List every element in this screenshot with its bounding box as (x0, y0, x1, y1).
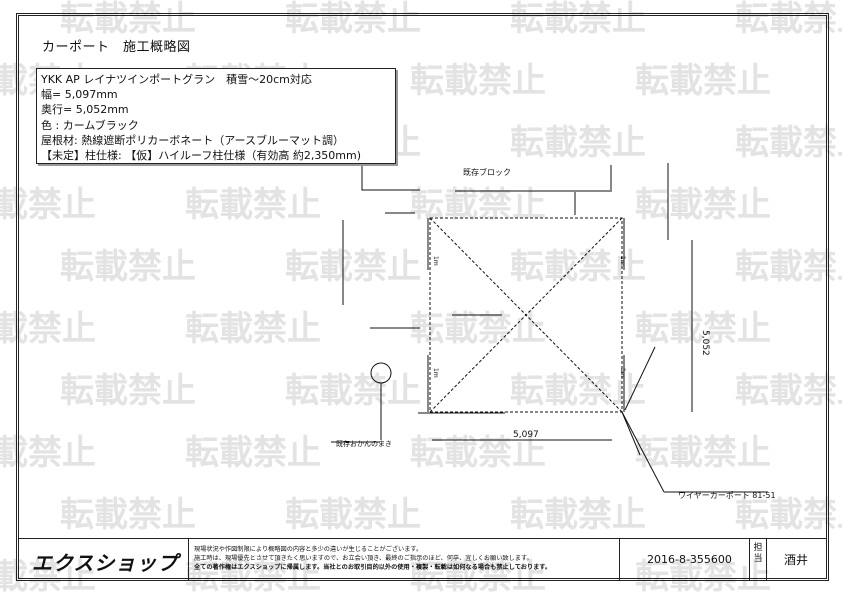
depth-dimension: 5,052 (700, 330, 710, 356)
note-line: 全ての著作権はエクスショップに帰属します。当社とのお取引目的以外の使用・複製・転… (194, 564, 552, 571)
divider (749, 539, 750, 580)
spec-product: YKK AP レイナツインポートグラン 積雪～20cm対応 (41, 73, 312, 86)
post-mark-c: 1m (432, 368, 439, 378)
staff-name: 酒井 (784, 553, 809, 567)
spec-depth: 奥行= 5,052mm (41, 103, 129, 117)
document-number: 2016-8-355600 (647, 553, 732, 566)
inner-frame (18, 15, 827, 579)
spec-roof: 屋根材: 熱線遮断ポリカーボネート（アースブルーマット調） (41, 133, 344, 147)
width-dimension: 5,097 (513, 430, 539, 440)
page-title: カーポート 施工概略図 (42, 40, 191, 55)
divider (766, 539, 767, 580)
note-line: 現場状況や作図制限により概略図の内容と多少の違いが生じることがございます。 (194, 546, 423, 553)
title-block: エクスショップ 現場状況や作図制限により概略図の内容と多少の違いが生じることがご… (18, 538, 827, 580)
spec-width: 幅= 5,097mm (41, 88, 118, 102)
company-logo: エクスショップ (32, 551, 179, 575)
post-mark-a: 1m (432, 256, 439, 266)
post-mark-d: 1m (619, 368, 626, 378)
footer-notes: 現場状況や作図制限により概略図の内容と多少の違いが生じることがございます。 施工… (194, 545, 634, 572)
outer-frame (16, 13, 829, 581)
staff-label: 担当 (753, 543, 763, 564)
post-mark-b: 1m (619, 256, 626, 266)
spec-box: YKK AP レイナツインポートグラン 積雪～20cm対応 幅= 5,097mm… (36, 68, 396, 164)
note-line: 施工時は、現場優先とさせて頂きたく思いますので、お立会い頂き、最終のご指示のほど… (194, 555, 533, 562)
spec-post: 【未定】柱仕様: 【仮】ハイルーフ柱仕様（有効高 約2,350mm) (41, 149, 362, 163)
wire-carport-label: ワイヤーカーポート 81-51 (678, 491, 776, 500)
bottom-left-label: 既存おかんのまき (336, 439, 392, 448)
divider (188, 539, 189, 580)
divider (619, 539, 620, 580)
spec-color: 色 : カームブラック (41, 118, 139, 132)
top-block-label: 既存ブロック (463, 167, 511, 177)
